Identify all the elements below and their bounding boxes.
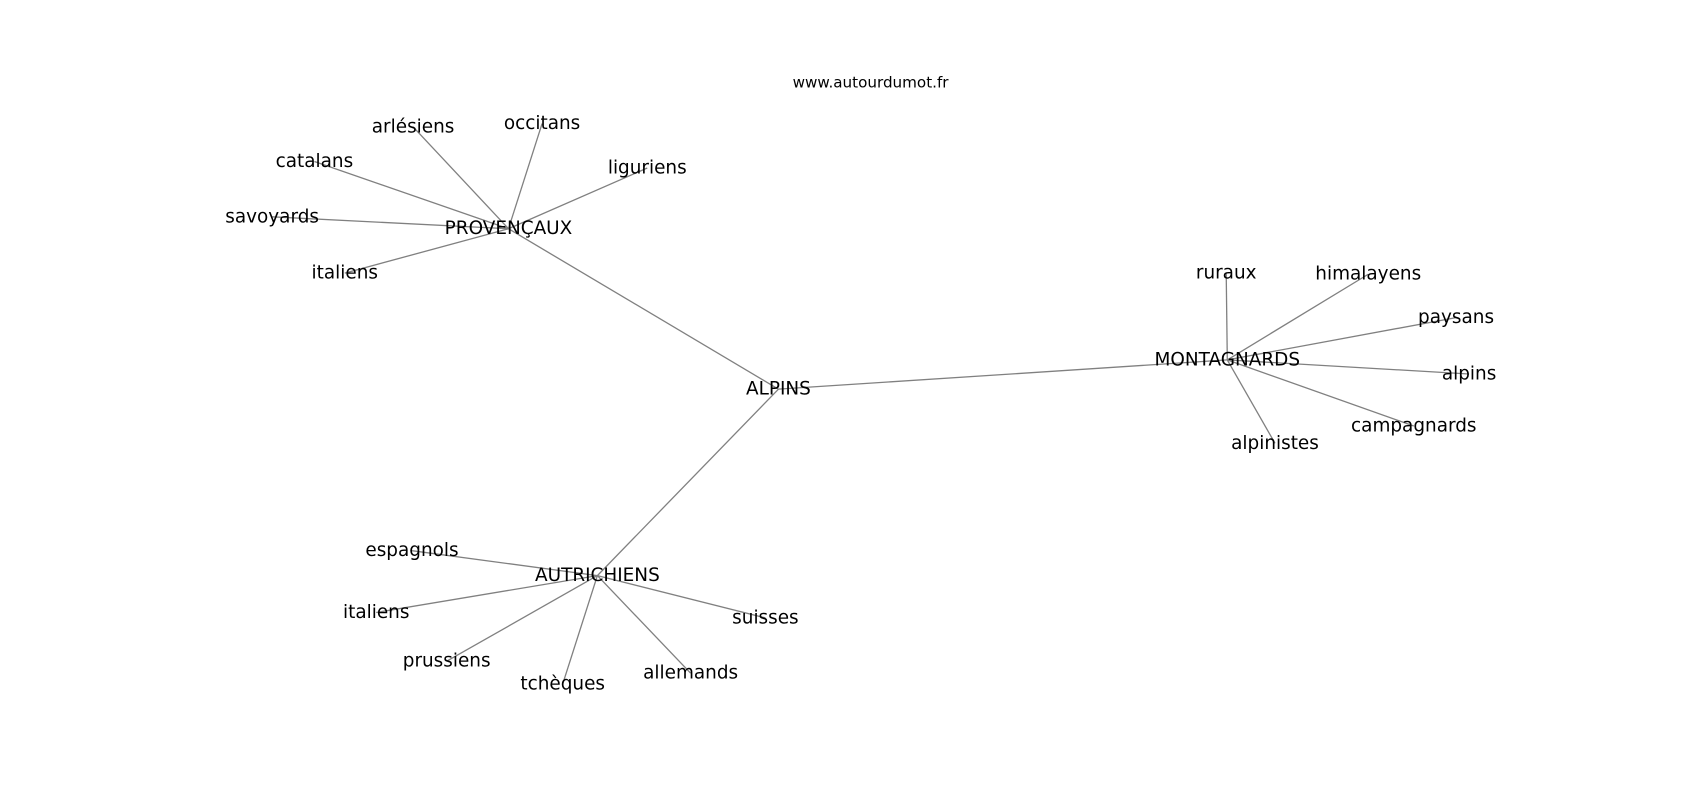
node-italiens1: italiens — [312, 263, 378, 284]
node-suisses: suisses — [732, 607, 798, 628]
node-prussiens: prussiens — [403, 651, 491, 672]
edge-autrichiens-espagnols — [411, 550, 598, 577]
node-alpins: alpins — [1442, 363, 1496, 384]
site-title: www.autourdumot.fr — [793, 73, 950, 91]
edge-alpins_c-autrichiens — [596, 388, 779, 577]
node-tcheques: tchèques — [520, 674, 605, 695]
node-espagnols: espagnols — [365, 540, 458, 561]
node-campagnards: campagnards — [1351, 416, 1476, 437]
edge-provencaux-italiens1 — [344, 228, 509, 274]
nodes: ALPINS PROVENÇAUX MONTAGNARDS AUTRICHIENS ar… — [225, 113, 1496, 694]
node-autrichiens: AUTRICHIENS — [535, 565, 660, 586]
node-paysans: paysans — [1418, 307, 1494, 328]
node-occitans: occitans — [504, 113, 580, 134]
node-catalans: catalans — [276, 151, 354, 172]
edge-montagnards-campagnards — [1227, 359, 1414, 427]
edge-provencaux-catalans — [314, 160, 509, 230]
edges — [272, 123, 1470, 685]
edge-provencaux-occitans — [507, 123, 543, 229]
edge-autrichiens-prussiens — [446, 575, 598, 662]
edge-autrichiens-allemands — [596, 575, 692, 674]
edge-provencaux-arlesiens — [412, 126, 509, 230]
edge-provencaux-savoyards — [272, 216, 509, 230]
edge-autrichiens-tcheques — [562, 575, 599, 685]
node-alpinistes: alpinistes — [1231, 433, 1319, 454]
node-ruraux: ruraux — [1196, 263, 1257, 284]
edge-alpins_c-montagnards — [778, 359, 1228, 390]
node-allemands: allemands — [643, 663, 738, 684]
node-himalayens: himalayens — [1315, 264, 1421, 285]
node-provencaux: PROVENÇAUX — [445, 218, 573, 239]
edge-autrichiens-suisses — [597, 574, 766, 619]
edge-provencaux-liguriens — [508, 167, 648, 230]
node-alpins_c: ALPINS — [746, 379, 811, 400]
node-montagnards: MONTAGNARDS — [1155, 349, 1301, 370]
node-arlesiens: arlésiens — [372, 116, 455, 137]
node-liguriens: liguriens — [608, 158, 687, 179]
edge-autrichiens-italiens2 — [376, 574, 598, 614]
edge-montagnards-ruraux — [1225, 273, 1228, 360]
edge-montagnards-alpins — [1227, 359, 1470, 375]
edge-montagnards-paysans — [1227, 316, 1457, 361]
node-italiens2: italiens — [343, 602, 409, 623]
edge-montagnards-himalayens — [1226, 273, 1369, 361]
node-savoyards: savoyards — [225, 206, 319, 227]
edge-montagnards-alpinistes — [1226, 359, 1276, 444]
edge-alpins_c-provencaux — [508, 228, 779, 390]
